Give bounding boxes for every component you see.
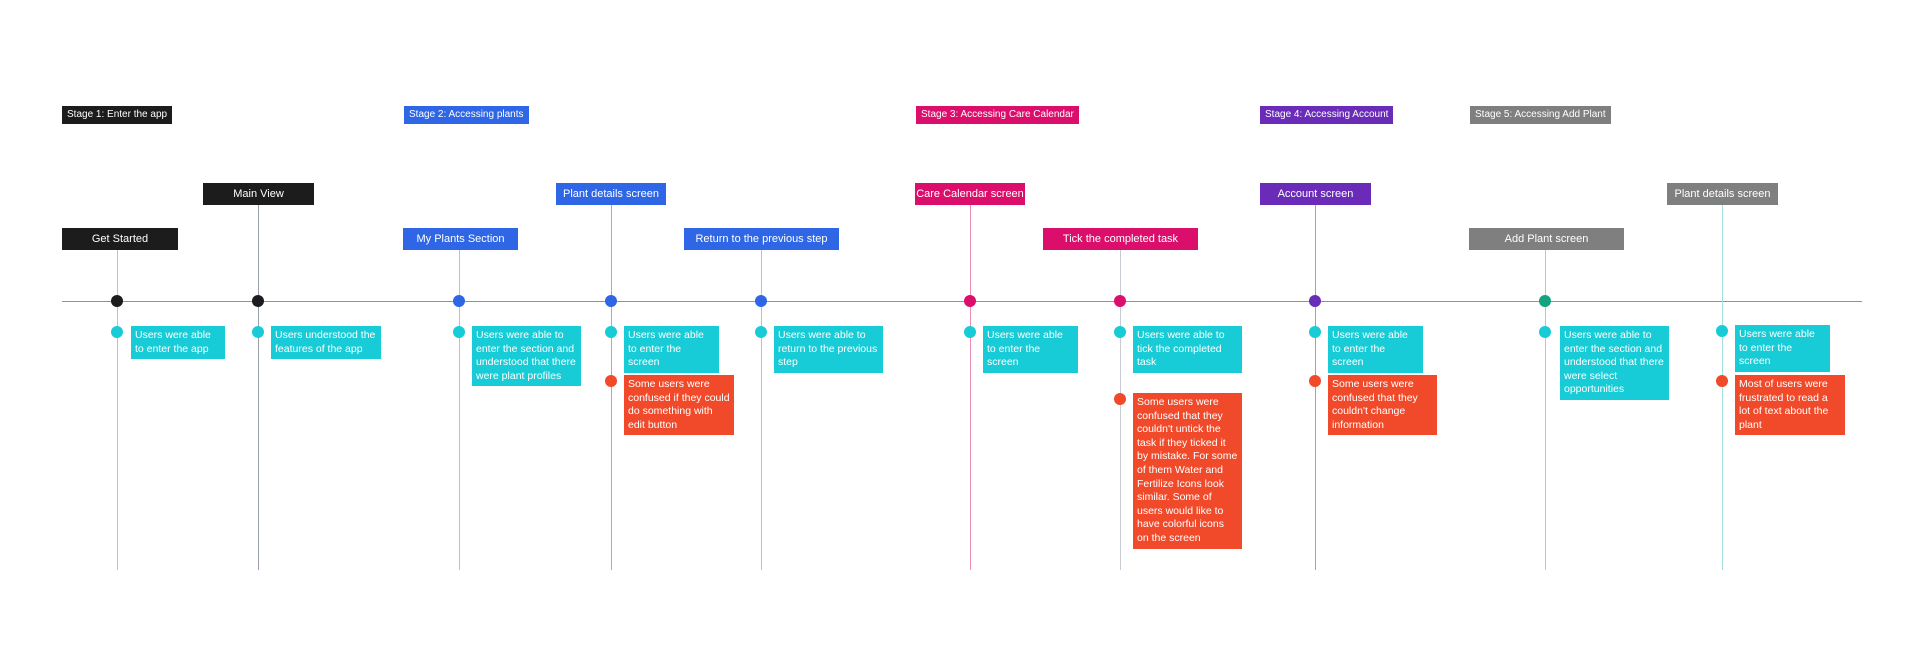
- timeline-dot: [755, 295, 767, 307]
- step-box-1: Get Started: [62, 228, 178, 250]
- positive-finding-note: Users were able to enter the app: [131, 326, 225, 360]
- timeline-dot: [453, 295, 465, 307]
- pain-point-note: Some users were confused that they could…: [1133, 393, 1242, 549]
- stage-label-2: Stage 2: Accessing plants: [404, 106, 529, 124]
- timeline-dot: [1309, 295, 1321, 307]
- stage-label-3: Stage 3: Accessing Care Calendar: [916, 106, 1079, 124]
- pain-point-note: Some users were confused if they could d…: [624, 375, 734, 436]
- positive-finding-note: Users understood the features of the app: [271, 326, 381, 360]
- stage-label-1: Stage 1: Enter the app: [62, 106, 173, 124]
- pain-point-note: Most of users were frustrated to read a …: [1735, 375, 1845, 436]
- positive-finding-dot: [964, 326, 976, 338]
- step-connector-line: [611, 205, 612, 570]
- positive-finding-note: Users were able to return to the previou…: [774, 326, 883, 373]
- timeline-dot: [605, 295, 617, 307]
- positive-finding-note: Users were able to enter the section and…: [1560, 326, 1669, 400]
- timeline-dot: [111, 295, 123, 307]
- positive-finding-dot: [605, 326, 617, 338]
- step-box-4: Plant details screen: [556, 183, 666, 205]
- timeline-axis: [62, 301, 1862, 302]
- pain-point-dot: [605, 375, 617, 387]
- stage-label-5: Stage 5: Accessing Add Plant: [1470, 106, 1611, 124]
- positive-finding-note: Users were able to enter the screen: [624, 326, 719, 373]
- positive-finding-dot: [111, 326, 123, 338]
- step-box-3: My Plants Section: [403, 228, 518, 250]
- positive-finding-note: Users were able to tick the completed ta…: [1133, 326, 1242, 373]
- pain-point-dot: [1309, 375, 1321, 387]
- step-connector-line: [970, 205, 971, 570]
- step-box-8: Account screen: [1260, 183, 1371, 205]
- positive-finding-dot: [1716, 325, 1728, 337]
- step-box-10: Plant details screen: [1667, 183, 1778, 205]
- stage-label-4: Stage 4: Accessing Account: [1260, 106, 1394, 124]
- step-box-7: Tick the completed task: [1043, 228, 1198, 250]
- step-connector-line: [117, 250, 118, 570]
- step-connector-line: [459, 250, 460, 570]
- step-box-6: Care Calendar screen: [915, 183, 1025, 205]
- positive-finding-dot: [1114, 326, 1126, 338]
- step-box-9: Add Plant screen: [1469, 228, 1624, 250]
- timeline-dot: [964, 295, 976, 307]
- pain-point-dot: [1716, 375, 1728, 387]
- step-connector-line: [1315, 205, 1316, 570]
- positive-finding-note: Users were able to enter the screen: [983, 326, 1078, 373]
- step-box-5: Return to the previous step: [684, 228, 839, 250]
- positive-finding-dot: [252, 326, 264, 338]
- step-connector-line: [1120, 250, 1121, 570]
- pain-point-note: Some users were confused that they could…: [1328, 375, 1437, 436]
- positive-finding-dot: [1539, 326, 1551, 338]
- timeline-dot: [1539, 295, 1551, 307]
- timeline-dot: [252, 295, 264, 307]
- positive-finding-note: Users were able to enter the screen: [1328, 326, 1423, 373]
- positive-finding-dot: [453, 326, 465, 338]
- step-connector-line: [1545, 250, 1546, 570]
- step-connector-line: [1722, 205, 1723, 570]
- step-connector-line: [258, 205, 259, 570]
- pain-point-dot: [1114, 393, 1126, 405]
- positive-finding-dot: [755, 326, 767, 338]
- step-box-2: Main View: [203, 183, 314, 205]
- timeline-dot: [1114, 295, 1126, 307]
- positive-finding-dot: [1309, 326, 1321, 338]
- positive-finding-note: Users were able to enter the screen: [1735, 325, 1830, 372]
- step-connector-line: [761, 250, 762, 570]
- positive-finding-note: Users were able to enter the section and…: [472, 326, 581, 387]
